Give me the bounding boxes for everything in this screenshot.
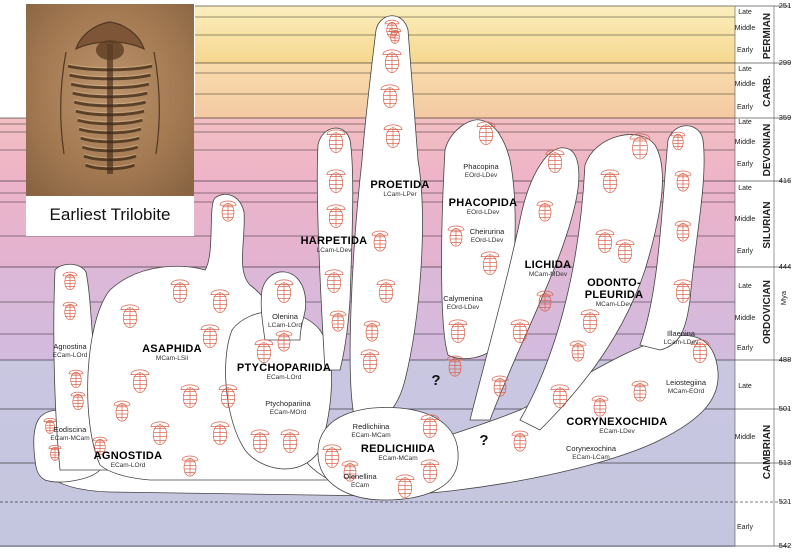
epoch-label: Late xyxy=(738,283,752,290)
age-label: 488 xyxy=(779,355,792,364)
period-label: ORDOVICIAN xyxy=(762,280,773,344)
epoch-label: Late xyxy=(738,66,752,73)
order-label-corynexochida: CORYNEXOCHIDA xyxy=(566,416,667,428)
order-label-ptychopariida: PTYCHOPARIIDA xyxy=(237,362,331,374)
order-label-agnostida: AGNOSTIDA xyxy=(94,450,163,462)
suborder-range-olenina: LCam-LOrd xyxy=(268,322,302,329)
suborder-range-corynexochina: ECam-LCam xyxy=(572,454,610,461)
epoch-label: Middle xyxy=(735,434,756,441)
period-label: SILURIAN xyxy=(762,201,773,248)
question-mark-2: ? xyxy=(479,432,488,449)
order-range-harpetida: LCam-LDev xyxy=(317,247,352,254)
epoch-label: Middle xyxy=(735,216,756,223)
order-label-phacopida: PHACOPIDA xyxy=(449,197,518,209)
suborder-range-cheirurina: EOrd-LDev xyxy=(471,237,504,244)
age-label: 542 xyxy=(779,541,792,550)
epoch-label: Late xyxy=(738,9,752,16)
suborder-range-illaenina: LCam-LDev xyxy=(664,339,699,346)
epoch-label: Middle xyxy=(735,25,756,32)
suborder-range-calymenina: EOrd-LDev xyxy=(447,304,480,311)
period-label: CARB. xyxy=(762,75,773,107)
age-label: 501 xyxy=(779,404,792,413)
period-label: PERMIAN xyxy=(762,13,773,59)
epoch-label: Middle xyxy=(735,139,756,146)
epoch-label: Early xyxy=(737,524,753,531)
epoch-label: Late xyxy=(738,185,752,192)
order-range-agnostida: ECam-LOrd xyxy=(111,462,146,469)
suborder-range-olenellina: ECam xyxy=(351,482,369,489)
suborder-label-olenina: Olenina xyxy=(272,312,299,321)
age-label: 444 xyxy=(779,262,792,271)
permian-band xyxy=(195,6,735,63)
order-label-redlichiida: REDLICHIIDA xyxy=(361,443,435,455)
suborder-label-calymenina: Calymenina xyxy=(443,294,483,303)
suborder-label-illaenina: Illaenina xyxy=(667,329,696,338)
age-labels: 251 299 359 416 444 488 501 513 521 542 xyxy=(779,1,792,550)
suborder-range-agnostina: ECam-LOrd xyxy=(53,352,88,359)
suborder-label-redlichiina: Redlichiina xyxy=(353,422,391,431)
carboniferous-band xyxy=(195,63,735,118)
order-range-lichida: MCam-MDev xyxy=(529,271,568,278)
age-label: 416 xyxy=(779,176,792,185)
suborder-range-eodiscina: ECam-MCam xyxy=(50,435,89,442)
epoch-label: Early xyxy=(737,47,753,54)
order-range-redlichiida: ECam-MCam xyxy=(378,455,417,462)
suborder-range-leiostegiina: MCam-EOrd xyxy=(668,388,705,395)
suborder-label-leiostegiina: Leiostegiina xyxy=(666,378,707,387)
order-range-odontopleurida: MCam-LDev xyxy=(596,301,633,308)
fossil-photo xyxy=(26,4,194,196)
epoch-label: Early xyxy=(737,248,753,255)
period-label: CAMBRIAN xyxy=(762,425,773,479)
epoch-label: Middle xyxy=(735,81,756,88)
order-label-asaphida: ASAPHIDA xyxy=(142,343,202,355)
order-label-odontopleurida-1: ODONTO- xyxy=(587,277,641,289)
age-label: 521 xyxy=(779,497,792,506)
axis-unit-label: Mya xyxy=(779,290,788,305)
suborder-label-agnostina: Agnostina xyxy=(53,342,87,351)
epoch-label: Early xyxy=(737,345,753,352)
epoch-label: Late xyxy=(738,383,752,390)
suborder-range-redlichiina: ECam-MCam xyxy=(351,432,390,439)
epoch-label: Middle xyxy=(735,315,756,322)
epoch-label: Early xyxy=(737,104,753,111)
period-label: DEVONIAN xyxy=(762,124,773,177)
order-label-odontopleurida-2: PLEURIDA xyxy=(585,289,644,301)
suborder-range-ptychopariina: ECam-MOrd xyxy=(270,409,307,416)
suborder-label-eodiscina: Eodiscina xyxy=(54,425,87,434)
olenina-branch xyxy=(261,272,305,340)
order-label-lichida: LICHIDA xyxy=(525,259,572,271)
suborder-label-phacopina: Phacopina xyxy=(463,162,499,171)
epoch-labels: Late Middle Early Late Middle Early Late… xyxy=(735,9,756,531)
order-label-harpetida: HARPETIDA xyxy=(301,235,368,247)
suborder-label-corynexochina: Corynexochina xyxy=(566,444,617,453)
suborder-label-cheirurina: Cheirurina xyxy=(470,227,505,236)
order-range-proetida: LCam-LPer xyxy=(383,191,417,198)
epoch-label: Late xyxy=(738,119,752,126)
suborder-label-ptychopariina: Ptychopariina xyxy=(265,399,311,408)
age-label: 251 xyxy=(779,1,792,10)
suborder-range-phacopina: EOrd-LDev xyxy=(465,172,498,179)
suborder-label-olenellina: Olenellina xyxy=(343,472,377,481)
order-range-phacopida: EOrd-LDev xyxy=(467,209,500,216)
question-mark-1: ? xyxy=(431,372,440,389)
order-label-proetida: PROETIDA xyxy=(370,179,429,191)
order-range-asaphida: MCam-LSil xyxy=(156,355,189,362)
age-label: 513 xyxy=(779,458,792,467)
photo-caption: Earliest Trilobite xyxy=(26,196,194,234)
epoch-label: Early xyxy=(737,161,753,168)
order-range-corynexochida: ECam-LDev xyxy=(599,428,635,435)
age-label: 299 xyxy=(779,58,792,67)
order-range-ptychopariida: ECam-LOrd xyxy=(267,374,302,381)
age-label: 359 xyxy=(779,113,792,122)
